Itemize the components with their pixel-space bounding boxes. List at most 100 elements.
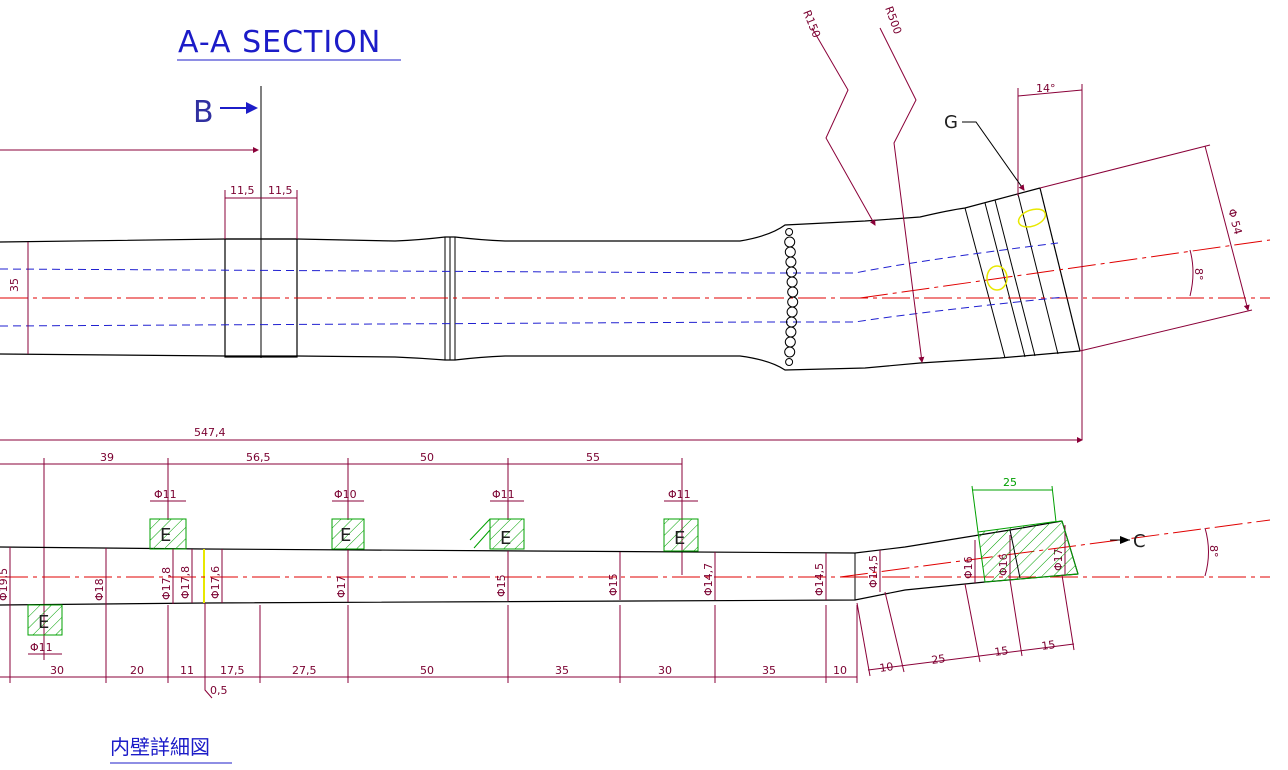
phi-hole-1: Φ11 bbox=[154, 488, 177, 501]
e-mark-5: E bbox=[38, 612, 49, 633]
c-label: C bbox=[1133, 531, 1146, 552]
detail-title: 内壁詳細図 bbox=[110, 735, 210, 759]
phi54-ext-2 bbox=[1079, 309, 1253, 352]
r150-leader bbox=[811, 27, 876, 226]
weld-circle-column bbox=[784, 228, 799, 366]
green-dim-label: 25 bbox=[1003, 476, 1017, 489]
bottom-dim-label: 35 bbox=[762, 664, 776, 677]
angled-ext-3 bbox=[964, 583, 981, 663]
end-ring-1 bbox=[1017, 193, 1059, 355]
diameter-label: Φ16 bbox=[962, 556, 975, 579]
top-dim-2: 56,5 bbox=[246, 451, 271, 464]
diameter-label: Φ15 bbox=[607, 573, 620, 596]
e-mark-2: E bbox=[340, 525, 351, 546]
angled-dim-4: 15 bbox=[1041, 638, 1057, 653]
bottom-dim-label: 30 bbox=[50, 664, 64, 677]
angle8-arc bbox=[1189, 249, 1194, 297]
hidden-line-top bbox=[0, 242, 1059, 274]
diameter-label: Φ17 bbox=[335, 575, 348, 598]
dim-11-5-right: 11,5 bbox=[268, 184, 293, 197]
phi54-ext-1 bbox=[1039, 144, 1211, 189]
upper-view: R150 R500 14° G Φ 54 8° 11,5 11,5 35 547… bbox=[0, 5, 1271, 443]
phi-hole-bottom: Φ11 bbox=[30, 641, 53, 654]
e-mark-1: E bbox=[160, 525, 171, 546]
angled-dim-2: 25 bbox=[931, 652, 947, 667]
weld-circle bbox=[786, 266, 797, 278]
weld-circle bbox=[785, 256, 797, 268]
hole-e-2 bbox=[331, 518, 365, 550]
angle-dim-line bbox=[1017, 89, 1083, 97]
bottom-dim-label: 35 bbox=[555, 664, 569, 677]
hole-e-5 bbox=[27, 604, 63, 636]
bottom-dim-label: 17,5 bbox=[220, 664, 245, 677]
top-dim-3: 50 bbox=[420, 451, 434, 464]
tube-outline-top bbox=[0, 187, 1041, 243]
r500-label: R500 bbox=[882, 5, 904, 36]
diameter-label: Φ17,6 bbox=[209, 566, 222, 599]
diameter-label: Φ14,7 bbox=[702, 563, 715, 596]
lower-view: 39 56,5 50 55 E E E E E Φ11 Φ10 Φ11 bbox=[0, 451, 1271, 699]
diameter-label: Φ14,5 bbox=[867, 555, 880, 588]
weld-circle bbox=[784, 346, 796, 358]
end-ring-2 bbox=[994, 199, 1036, 357]
bottom-dim-label: 11 bbox=[180, 664, 194, 677]
collar-divider bbox=[1009, 529, 1021, 579]
bottom-dim-label: 30 bbox=[658, 664, 672, 677]
section-title: A-A SECTION bbox=[178, 25, 381, 60]
top-dim-4: 55 bbox=[586, 451, 600, 464]
weld-circle bbox=[784, 336, 796, 348]
diameter-label: Φ19,5 bbox=[0, 568, 10, 601]
end-ring-3 bbox=[984, 202, 1026, 358]
g-leader bbox=[962, 121, 1025, 191]
angled-ext-1 bbox=[856, 602, 871, 677]
angled-ext-4 bbox=[1009, 579, 1023, 657]
angle-label: 14° bbox=[1036, 82, 1056, 95]
green-ext-1 bbox=[971, 485, 979, 533]
weld-circle bbox=[787, 286, 799, 298]
weld-circle bbox=[786, 306, 798, 318]
dim-11-5-left: 11,5 bbox=[230, 184, 255, 197]
diameter-label: Φ17,8 bbox=[160, 567, 173, 600]
bottom-dim-label: 50 bbox=[420, 664, 434, 677]
diameter-label: Φ15 bbox=[495, 574, 508, 597]
collar-hatch bbox=[977, 520, 1079, 583]
dim-35-label: 35 bbox=[8, 278, 21, 292]
end-ring-4 bbox=[964, 207, 1006, 359]
angled-ext-2 bbox=[884, 591, 905, 673]
lower-angle8-label: 8° bbox=[1207, 545, 1220, 558]
weld-circle bbox=[784, 246, 796, 258]
hole-e-3 bbox=[489, 518, 525, 550]
highlight-ellipse-1 bbox=[1017, 208, 1047, 228]
section-b-label: B bbox=[193, 95, 214, 130]
hole-e-4 bbox=[663, 518, 699, 552]
hole-e-3-hatch-ext bbox=[469, 518, 491, 549]
bottom-dim-label: 20 bbox=[130, 664, 144, 677]
weld-circle bbox=[785, 228, 794, 236]
hole-e-1 bbox=[149, 518, 187, 550]
bottom-dim-label: 10 bbox=[833, 664, 847, 677]
section-b-arrow-icon bbox=[246, 102, 258, 114]
g-label: G bbox=[944, 112, 958, 133]
phi-hole-3: Φ11 bbox=[492, 488, 515, 501]
phi-hole-2: Φ10 bbox=[334, 488, 357, 501]
hidden-line-bottom bbox=[0, 296, 1065, 327]
r500-leader bbox=[879, 27, 925, 363]
e-mark-4: E bbox=[674, 528, 685, 549]
e-mark-3: E bbox=[500, 528, 511, 549]
phi-hole-4: Φ11 bbox=[668, 488, 691, 501]
green-ext-2 bbox=[1051, 485, 1057, 523]
centerline-angled bbox=[859, 239, 1271, 299]
weld-circle bbox=[786, 276, 798, 288]
c-arrow-icon bbox=[1120, 536, 1130, 544]
angled-dim-3: 15 bbox=[994, 644, 1010, 659]
phi54-dim-line bbox=[1204, 145, 1250, 311]
tube-outline-bottom bbox=[0, 350, 1081, 371]
dim-547-label: 547,4 bbox=[194, 426, 226, 439]
weld-circle bbox=[784, 236, 796, 248]
angled-ext-5 bbox=[1061, 574, 1075, 651]
small-dim-leader bbox=[204, 603, 213, 699]
small-dim-label: 0,5 bbox=[210, 684, 228, 697]
bottom-dim-label: 27,5 bbox=[292, 664, 317, 677]
